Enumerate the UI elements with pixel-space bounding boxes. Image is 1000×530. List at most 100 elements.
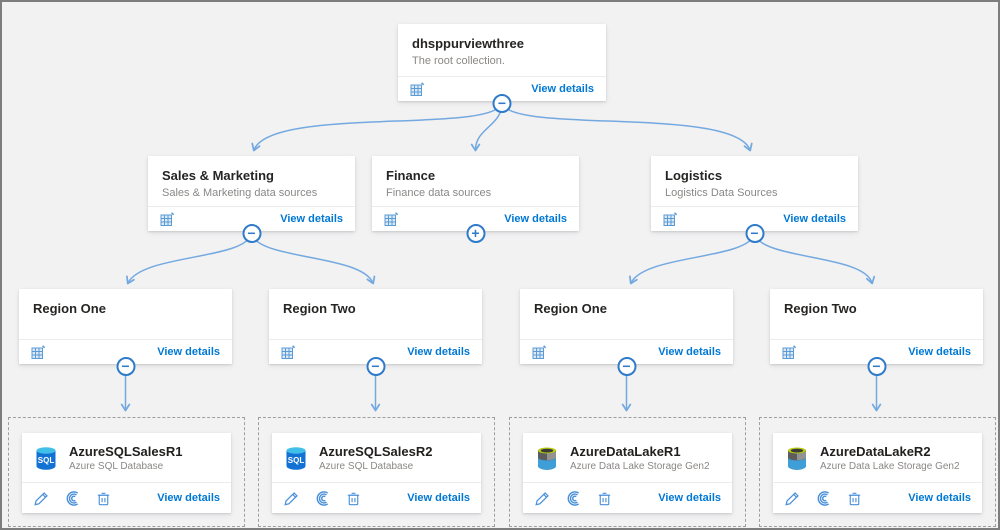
data-lake-storage-icon [783, 444, 811, 472]
scan-icon[interactable] [815, 490, 832, 507]
data-source-type: Azure Data Lake Storage Gen2 [570, 460, 710, 472]
card-footer: View details [269, 339, 482, 364]
collection-grid-icon[interactable] [281, 344, 296, 360]
collapse-toggle-button[interactable]: − [867, 357, 886, 376]
view-details-link[interactable]: View details [658, 492, 721, 504]
delete-icon[interactable] [596, 490, 613, 507]
data-source-card: SQL AzureSQLSalesR1 Azure SQL Database V… [22, 433, 231, 513]
card-footer: View details [398, 76, 606, 101]
card-main: Region One [520, 289, 733, 339]
collection-grid-icon[interactable] [160, 211, 175, 227]
data-source-card: AzureDataLakeR2 Azure Data Lake Storage … [773, 433, 982, 513]
svg-text:SQL: SQL [288, 456, 305, 465]
data-source-title: AzureDataLakeR2 [820, 443, 931, 459]
delete-icon[interactable] [846, 490, 863, 507]
card-footer: View details [22, 482, 231, 513]
data-source-title: AzureSQLSalesR2 [319, 443, 433, 459]
data-source-group: AzureDataLakeR2 Azure Data Lake Storage … [759, 417, 996, 527]
card-main: SQL AzureSQLSalesR1 Azure SQL Database [22, 433, 231, 482]
card-main: Region Two [770, 289, 983, 339]
collection-card-region-one-logistics: Region One View details − [520, 289, 733, 376]
data-source-card: AzureDataLakeR1 Azure Data Lake Storage … [523, 433, 732, 513]
collection-subtitle: The root collection. [412, 55, 505, 67]
collection-title: Region One [534, 301, 607, 316]
delete-icon[interactable] [95, 490, 112, 507]
view-details-link[interactable]: View details [157, 492, 220, 504]
card-text: AzureSQLSalesR2 Azure SQL Database [319, 444, 432, 472]
card-main: Finance Finance data sources [372, 156, 579, 206]
delete-icon[interactable] [345, 490, 362, 507]
collection-subtitle: Finance data sources [386, 187, 492, 199]
collapse-toggle-button[interactable]: − [116, 357, 135, 376]
data-source-type: Azure SQL Database [69, 460, 164, 472]
card-footer: View details [523, 482, 732, 513]
view-details-link[interactable]: View details [908, 346, 971, 358]
collection-title: Logistics [665, 168, 723, 183]
data-source-title: AzureSQLSalesR1 [69, 443, 183, 459]
expand-toggle-button[interactable]: + [466, 224, 485, 243]
card-main: Sales & Marketing Sales & Marketing data… [148, 156, 355, 206]
collection-title: dhsppurviewthree [412, 36, 524, 51]
view-details-link[interactable]: View details [658, 346, 721, 358]
scan-icon[interactable] [64, 490, 81, 507]
view-details-link[interactable]: View details [157, 346, 220, 358]
edit-icon[interactable] [784, 490, 801, 507]
card-footer: View details [272, 482, 481, 513]
collection-title: Sales & Marketing [162, 168, 274, 183]
collapse-toggle-button[interactable]: − [492, 94, 512, 113]
collection-grid-icon[interactable] [384, 211, 399, 227]
collection-card-region-two-sales: Region Two View details − [269, 289, 482, 376]
collapse-toggle-button[interactable]: − [617, 357, 636, 376]
collection-grid-icon[interactable] [663, 211, 678, 227]
collection-title: Region One [33, 301, 106, 316]
collection-title: Region Two [283, 301, 356, 316]
card-main: Logistics Logistics Data Sources [651, 156, 858, 206]
data-source-group: AzureDataLakeR1 Azure Data Lake Storage … [509, 417, 746, 527]
card-footer: View details [372, 206, 579, 231]
sql-database-icon: SQL [32, 444, 60, 472]
view-details-link[interactable]: View details [280, 213, 343, 225]
collapse-toggle-button[interactable]: − [242, 224, 261, 243]
edit-icon[interactable] [33, 490, 50, 507]
scan-icon[interactable] [314, 490, 331, 507]
collection-card-root: dhsppurviewthree The root collection. Vi… [398, 24, 606, 113]
view-details-link[interactable]: View details [504, 213, 567, 225]
data-source-card: SQL AzureSQLSalesR2 Azure SQL Database V… [272, 433, 481, 513]
collection-title: Region Two [784, 301, 857, 316]
card-main: Region One [19, 289, 232, 339]
edit-icon[interactable] [534, 490, 551, 507]
svg-text:SQL: SQL [38, 456, 55, 465]
sql-database-icon: SQL [282, 444, 310, 472]
card-main: SQL AzureSQLSalesR2 Azure SQL Database [272, 433, 481, 482]
data-source-group: SQL AzureSQLSalesR2 Azure SQL Database V… [258, 417, 495, 527]
collection-card-region-one-sales: Region One View details − [19, 289, 232, 376]
data-lake-storage-icon [533, 444, 561, 472]
collection-card-logistics: Logistics Logistics Data Sources View de… [651, 156, 858, 243]
collection-card-sales-marketing: Sales & Marketing Sales & Marketing data… [148, 156, 355, 243]
card-text: AzureSQLSalesR1 Azure SQL Database [69, 444, 182, 472]
collection-grid-icon[interactable] [532, 344, 547, 360]
view-details-link[interactable]: View details [407, 492, 470, 504]
collection-grid-icon[interactable] [31, 344, 46, 360]
collapse-toggle-button[interactable]: − [745, 224, 764, 243]
view-details-link[interactable]: View details [407, 346, 470, 358]
data-source-title: AzureDataLakeR1 [570, 443, 681, 459]
view-details-link[interactable]: View details [908, 492, 971, 504]
view-details-link[interactable]: View details [531, 83, 594, 95]
card-footer: View details [651, 206, 858, 231]
view-details-link[interactable]: View details [783, 213, 846, 225]
card-text: AzureDataLakeR2 Azure Data Lake Storage … [820, 444, 960, 472]
edit-icon[interactable] [283, 490, 300, 507]
card-footer: View details [773, 482, 982, 513]
card-main: AzureDataLakeR2 Azure Data Lake Storage … [773, 433, 982, 482]
card-main: AzureDataLakeR1 Azure Data Lake Storage … [523, 433, 732, 482]
card-footer: View details [770, 339, 983, 364]
collection-title: Finance [386, 168, 436, 183]
card-main: dhsppurviewthree The root collection. [398, 24, 606, 76]
card-footer: View details [19, 339, 232, 364]
scan-icon[interactable] [565, 490, 582, 507]
collection-grid-icon[interactable] [410, 81, 425, 97]
collapse-toggle-button[interactable]: − [366, 357, 385, 376]
collection-grid-icon[interactable] [782, 344, 797, 360]
